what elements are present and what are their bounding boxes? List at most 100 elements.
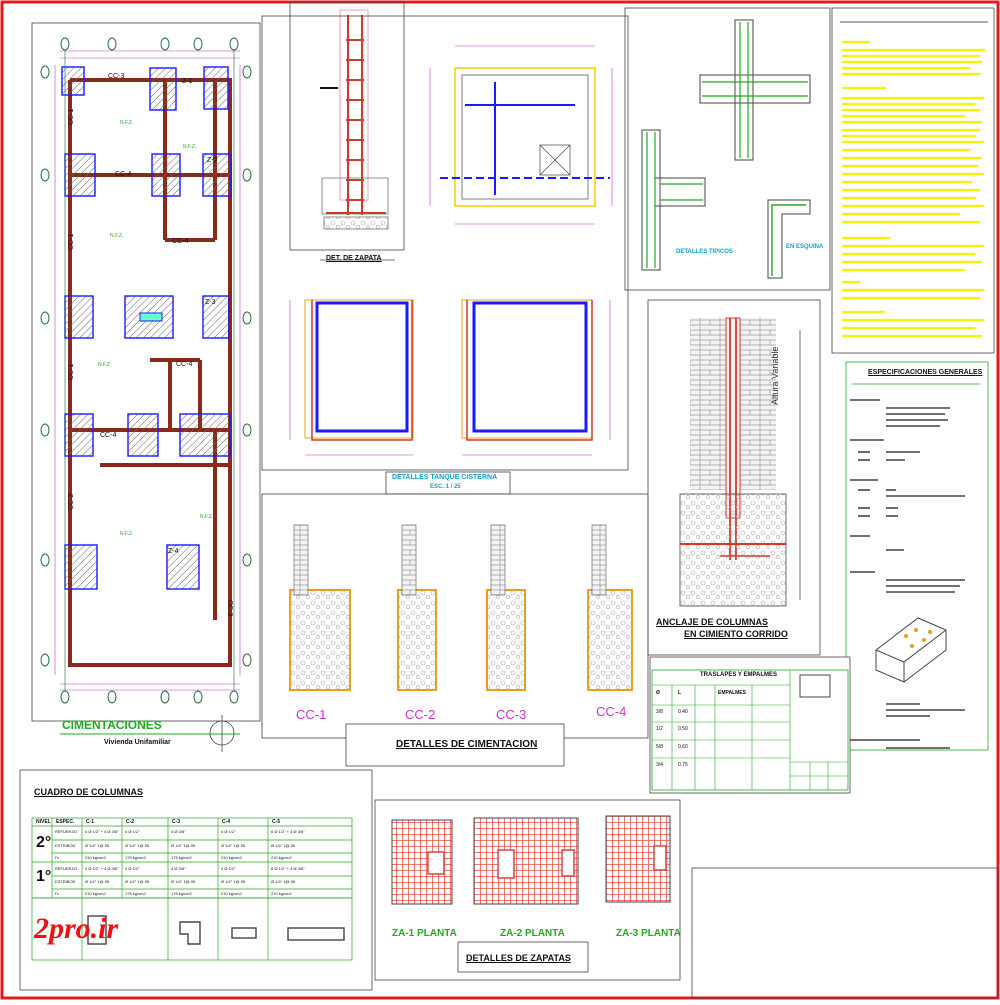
foundation-caption-box [345,723,565,767]
watermark-logo: 2pro.ir [34,912,119,945]
column-table-cell: Ø 1/4" 1@.05 [125,843,150,848]
cc3-label: CC-3 [496,707,527,722]
joints-table-cell: 1/2 [656,726,663,732]
cc4-label: CC-4 [596,704,627,719]
column-table-cell: Ø 1/4" 1@.05 [171,879,196,884]
joints-table-header: EMPALMES [718,690,746,696]
column-table-cell: 6 Ø 1/2" + 4 Ø 3/8" [271,829,305,834]
cc-section-body [397,589,437,691]
foundation-details-panel [261,493,649,739]
column-table-cell: Ø 1/4" 1@.05 [271,843,296,848]
sheet-subtitle: Vivienda Unifamiliar [104,739,171,746]
column-table-cell: 175 kg/cm2 [125,891,146,896]
column-table-cell: 175 kg/cm2 [171,891,192,896]
column-table-cell: 210 kg/cm2 [85,855,106,860]
plan-beam-label: CC-2 [68,494,75,510]
cc-section-body [289,589,351,691]
column-table-header: C-5 [272,819,281,825]
plan-beam-label: CC-4 [176,361,192,368]
sheet-title: CIMENTACIONES [62,718,162,732]
tank-scale: ESC. 1 / 25 [430,484,461,490]
cc-section-wall [490,524,506,596]
column-table [19,769,373,991]
column-table-cell: 4 Ø 1/2" [125,866,140,871]
general-specs-block [845,361,989,751]
cc-section-body [486,589,526,691]
column-table-cell: 175 kg/cm2 [125,855,146,860]
column-table-cell: Ø 1/4" 1@.05 [271,879,296,884]
svg-text:N.F.Z.: N.F.Z. [98,362,111,368]
column-table-cell: 6 Ø 1/2" + 4 Ø 3/8" [271,866,305,871]
column-table-cell: 4 Ø 3/8" [171,829,186,834]
svg-text:N.F.Z.: N.F.Z. [183,144,196,150]
column-table-cell: ESTRIBOS [55,879,76,884]
cc-section-wall [591,524,607,596]
plan-footing-label: Z-3 [205,299,216,306]
column-table-cell: 4 Ø 1/2" + 4 Ø 3/8" [85,866,119,871]
column-anchor-subtitle: EN CIMIENTO CORRIDO [684,629,788,639]
plan-footing-label: Z-1 [182,78,193,85]
column-table-cell: f'c [55,855,59,860]
column-table-cell: Ø 1/4" 1@.05 [171,843,196,848]
plan-footing-label: Z-2 [207,157,218,164]
details-typical-label: DETALLES TIPICOS [676,249,733,255]
column-table-header: C-4 [222,819,231,825]
column-table-cell: REFUERZO [55,866,77,871]
column-table-header: C-3 [172,819,181,825]
svg-text:N.F.Z.: N.F.Z. [120,120,133,126]
foundation-plan: CC-3 CC-4 CC-4 CC-4 CC-1 CC-1 CC-1 CC-2 … [31,22,261,722]
plan-beam-label: CC-4 [172,238,188,245]
column-table-header: NIVEL [36,819,51,825]
column-table-cell: REFUERZO [55,829,77,834]
joints-table-cell: 0.40 [678,709,688,715]
joints-table-cell: 5/8 [656,744,663,750]
column-table-header: ESPEC. [56,819,75,825]
svg-text:N.F.Z.: N.F.Z. [120,531,133,537]
joints-table-cell: 3/4 [656,762,663,768]
za1-label: ZA-1 PLANTA [392,928,457,939]
cc1-label: CC-1 [296,707,327,722]
column-table-cell: 175 kg/cm2 [171,855,192,860]
plan-frame [31,22,261,722]
column-table-cell: Ø 1/4" 1@.05 [125,879,150,884]
empty-frame [691,867,999,999]
joints-table-cell: 0.75 [678,762,688,768]
joints-table-title: TRASLAPES Y EMPALMES [700,672,778,678]
anchor-vertical-label: Altura Variable [770,346,780,405]
tank-detail-title: DETALLES TANQUE CISTERNA [392,474,498,481]
plan-beam-label: CC-3 [108,73,124,80]
column-table-cell: 210 kg/cm2 [221,891,242,896]
column-table-cell: 4 Ø 1/2" [221,866,236,871]
zapata-plans [374,799,681,981]
column-table-cell: 4 Ø 1/2" [221,829,236,834]
column-anchor-detail [647,299,821,656]
column-table-cell: ESTRIBOS [55,843,76,848]
column-table-cell: Ø 1/4" 1@.05 [85,879,110,884]
column-table-title: CUADRO DE COLUMNAS [34,787,143,797]
column-table-header: C-2 [126,819,135,825]
tank-sections [289,299,611,456]
za2-label: ZA-2 PLANTA [500,928,565,939]
plan-beam-label: CC-1 [68,109,75,125]
cc-section-wall [293,524,309,596]
plan-title-block [60,715,240,752]
column-table-cell: 4 Ø 3/8" [171,866,186,871]
plan-beam-label: CC-1 [68,364,75,380]
plan-beam-label: CC-1 [68,234,75,250]
plan-beam-label: CC-3 [226,600,233,616]
column-table-cell: Ø 1/4" 1@.05 [221,879,246,884]
column-table-level: 2° [36,834,52,851]
joints-table-cell: 3/8 [656,709,663,715]
joints-table-header: L [678,690,682,696]
plan-beam-label: CC-4 [115,171,131,178]
construction-spec-block [831,7,995,354]
cc-section-wall [401,524,417,596]
en-esquina-label: EN ESQUINA [786,244,824,250]
general-specs-title: ESPECIFICACIONES GENERALES [868,369,983,376]
joints-table-cell: 0.50 [678,726,688,732]
column-table-cell: Ø 1/4" 1@.05 [85,843,110,848]
cc2-label: CC-2 [405,707,436,722]
